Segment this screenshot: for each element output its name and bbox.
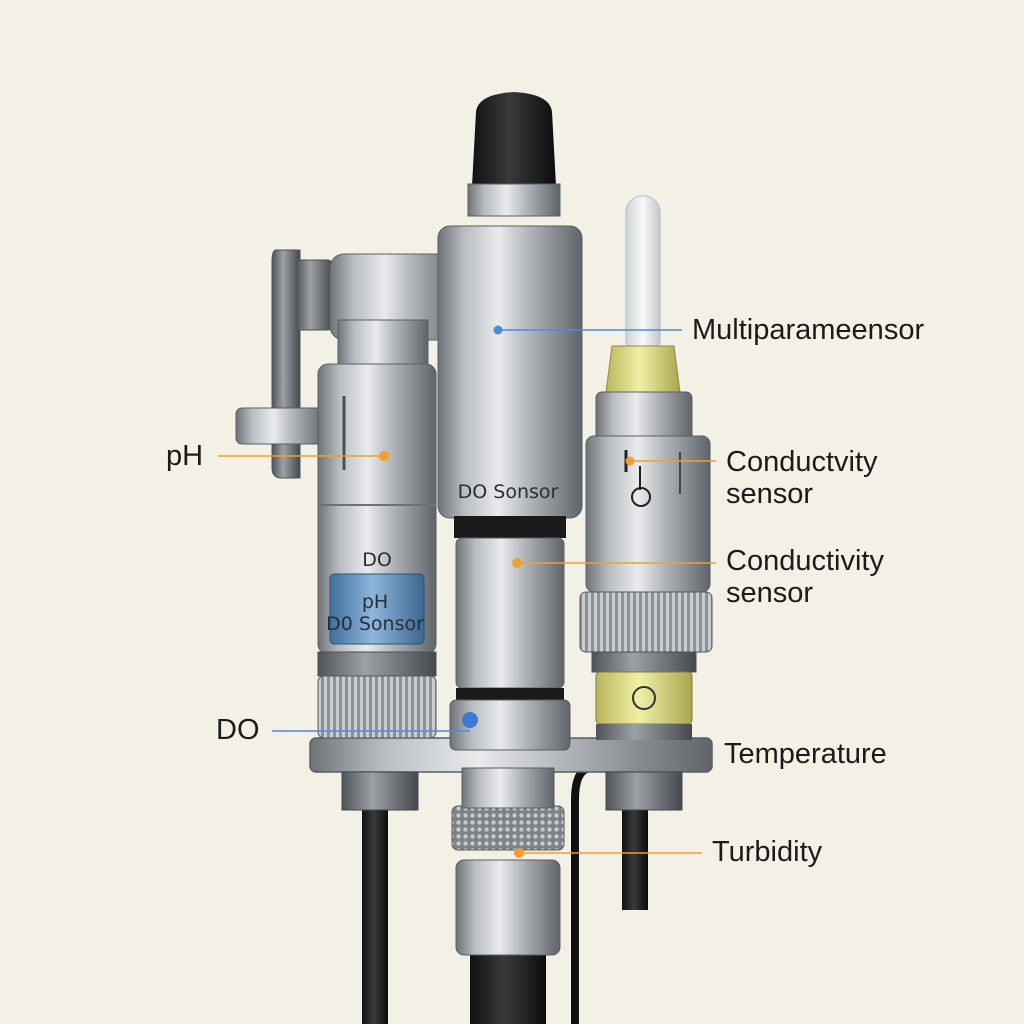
- temperature-label: Temperature: [724, 738, 887, 770]
- top-cap: [472, 92, 556, 186]
- left-cable: [362, 800, 388, 1024]
- side-handle: [235, 407, 327, 445]
- do-label: DO: [216, 714, 260, 746]
- right-knurled-ring: [579, 591, 713, 653]
- do-indicator-dot: [462, 712, 478, 728]
- left-nut: [341, 771, 419, 811]
- center-coupling: [461, 767, 555, 809]
- temperature-window: [595, 671, 693, 725]
- conductivity-lower-label-1: Conductivity: [726, 545, 884, 577]
- conductivity-lower-label-2: sensor: [726, 577, 814, 609]
- center-lower-fitting: [455, 859, 561, 956]
- left-window-label-2: D0 Sonsor: [326, 613, 424, 635]
- center-body-label: DO Sonsor: [458, 481, 559, 503]
- center-mid-body: [455, 537, 565, 689]
- right-nut: [605, 771, 683, 811]
- glass-probe: [625, 195, 661, 357]
- center-sensor-body: [437, 225, 583, 519]
- multiparameter-label: Multiparameensor: [692, 314, 925, 346]
- ph-label: pH: [166, 440, 204, 472]
- left-knurled-ring: [317, 675, 437, 739]
- right-cable: [622, 800, 648, 910]
- left-sensor-window: [329, 573, 425, 645]
- conductivity-upper-label-1: Conductvity: [726, 446, 878, 478]
- top-nut: [467, 183, 561, 217]
- left-window-label-1: pH: [362, 591, 388, 613]
- conductivity-upper-label-2: sensor: [726, 478, 814, 510]
- turbidity-label: Turbidity: [712, 836, 823, 868]
- center-cable: [470, 950, 546, 1024]
- left-body-do-label: DO: [362, 549, 392, 571]
- side-cable: [571, 764, 592, 1024]
- center-knurled-nut: [451, 805, 565, 851]
- right-sensor-body: [585, 435, 711, 593]
- yellow-cap: [605, 345, 681, 393]
